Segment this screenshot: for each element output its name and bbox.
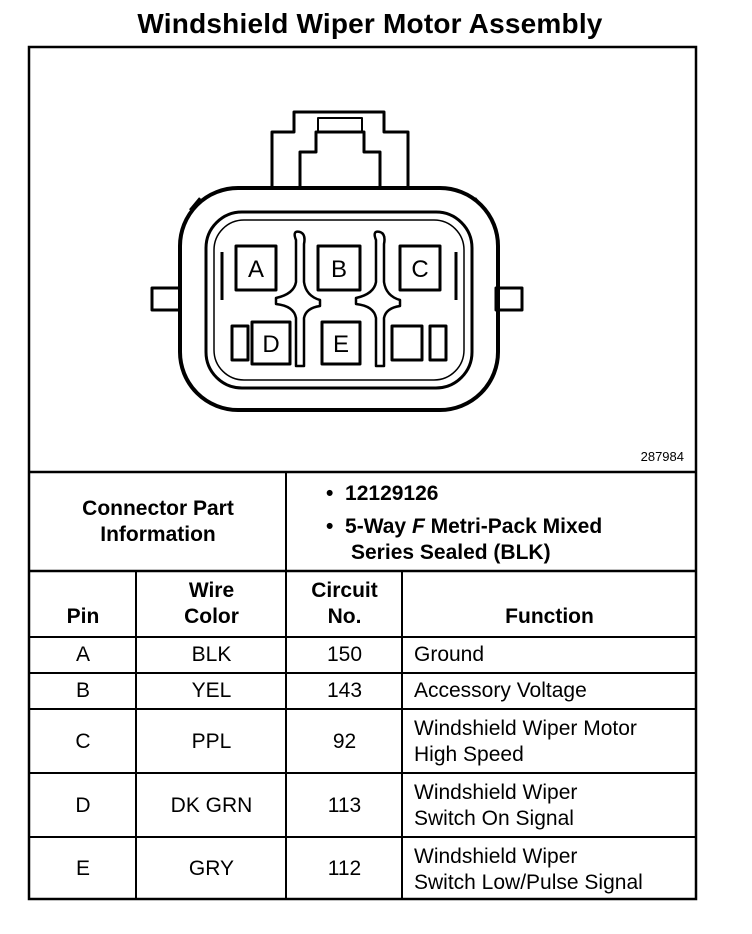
bullet-icon: • — [326, 482, 346, 505]
cell-wire-c: PPL — [191, 730, 232, 753]
cell-function-e-line1: Windshield Wiper — [414, 845, 578, 868]
part-number-value: 12129126 — [345, 482, 439, 505]
header-pin: Pin — [66, 605, 100, 628]
pin-cavity-e — [320, 320, 362, 366]
header-function: Function — [505, 605, 594, 628]
pin-cavity-c — [398, 244, 442, 292]
connector-housing-outer — [178, 186, 500, 412]
connector-description-line2: Series Sealed (BLK) — [351, 541, 551, 564]
cell-circuit-b: 143 — [326, 679, 363, 702]
pin-label-a: A — [248, 256, 264, 283]
description-f: F — [411, 515, 425, 538]
cell-pin-e: E — [75, 857, 90, 880]
cell-pin-a: A — [75, 643, 90, 666]
bullet-icon: • — [326, 515, 346, 538]
cell-function-b: Accessory Voltage — [414, 679, 587, 702]
cell-function-c-line2: High Speed — [414, 743, 524, 766]
pin-cavity-b — [316, 244, 362, 292]
pin-label-e: E — [333, 331, 349, 358]
pin-label-b: B — [331, 256, 347, 283]
description-start: 5-Way — [345, 515, 412, 538]
connector-latch — [270, 110, 410, 190]
cell-circuit-c: 92 — [332, 730, 357, 753]
cell-function-d-line2: Switch On Signal — [414, 807, 574, 830]
header-circuit-1: Circuit — [311, 579, 378, 602]
cell-function-c-line1: Windshield Wiper Motor — [414, 717, 637, 740]
cell-pin-b: B — [75, 679, 90, 702]
keying-rib-left — [274, 230, 322, 368]
connector-side-tab-left — [150, 286, 182, 312]
pin-cavity-d — [250, 320, 292, 366]
figure-id: 287984 — [640, 449, 684, 464]
header-wire-color-1: Wire — [188, 579, 235, 602]
cell-wire-b: YEL — [191, 679, 232, 702]
pin-label-d: D — [262, 331, 279, 358]
cell-wire-d: DK GRN — [170, 794, 253, 817]
connector-housing-inner — [204, 210, 474, 390]
connector-info-label-line1: Connector Part — [82, 497, 234, 520]
pin-label-c: C — [411, 256, 428, 283]
cell-circuit-a: 150 — [326, 643, 363, 666]
cell-wire-e: GRY — [188, 857, 235, 880]
connector-drawing — [150, 110, 524, 412]
connector-description-line1: • 5-Way F Metri-Pack Mixed — [326, 514, 602, 540]
part-number: • 12129126 — [326, 481, 438, 507]
cell-wire-a: BLK — [191, 643, 232, 666]
keying-rib-right — [354, 230, 402, 368]
header-circuit-2: No. — [327, 605, 362, 628]
cell-function-d-line1: Windshield Wiper — [414, 781, 578, 804]
connector-info-label-line2: Information — [100, 523, 216, 546]
cell-pin-d: D — [75, 794, 91, 817]
description-rest: Metri-Pack Mixed — [424, 515, 603, 538]
cell-function-e-line2: Switch Low/Pulse Signal — [414, 871, 643, 894]
header-wire-color-2: Color — [184, 605, 239, 628]
cell-function-a: Ground — [414, 643, 485, 666]
cell-circuit-d: 113 — [327, 794, 362, 817]
cell-circuit-e: 112 — [327, 857, 362, 880]
pin-cavity-empty — [390, 324, 424, 362]
page-title: Windshield Wiper Motor Assembly — [137, 8, 603, 39]
pin-cavity-a — [234, 244, 278, 292]
pin-labels: A B C D E — [248, 256, 429, 358]
cell-pin-c: C — [75, 730, 91, 753]
